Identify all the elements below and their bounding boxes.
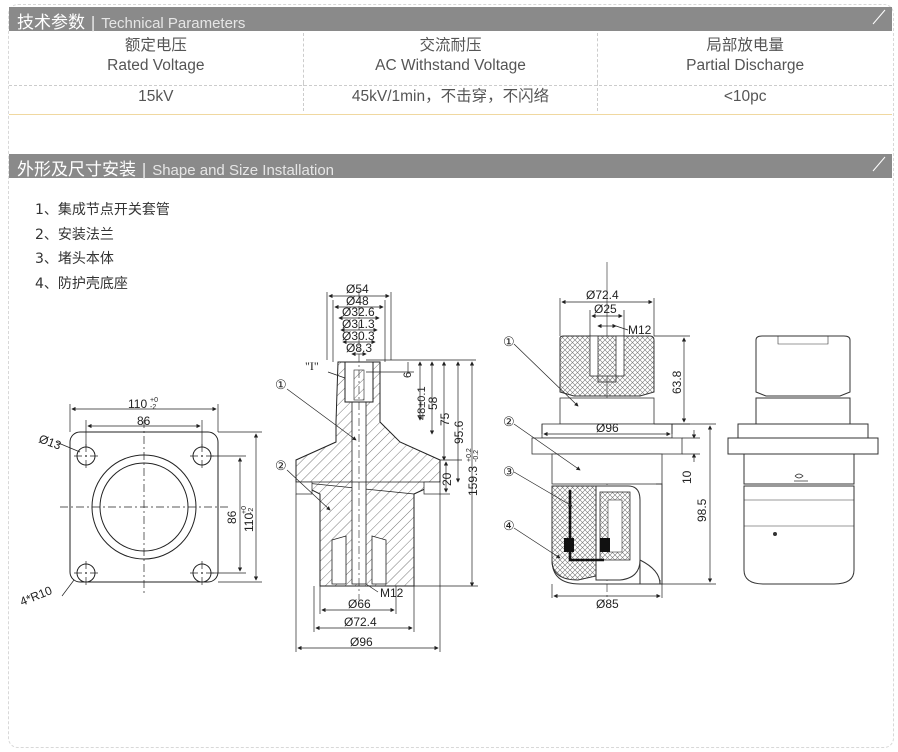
dim-tol-lower: -0.2 — [473, 450, 480, 462]
dim-d96: Ø96 — [596, 421, 619, 435]
shape-title-zh: 外形及尺寸安装 — [17, 160, 136, 180]
dim-tol-upper: +0 — [241, 506, 248, 514]
exterior-view — [727, 335, 879, 585]
dim-d54: Ø54 — [346, 282, 369, 296]
dim-58: 58 — [426, 396, 440, 410]
header-en: AC Withstand Voltage — [375, 57, 526, 74]
dim-d72-4: Ø72.4 — [344, 615, 377, 629]
dim-d96: Ø96 — [350, 635, 373, 649]
params-table: 额定电压 Rated Voltage 交流耐压 AC Withstand Vol… — [9, 33, 892, 111]
header-zh: 局部放电量 — [706, 37, 784, 54]
legend-item: 3、堵头本体 — [35, 251, 114, 267]
legend-item: 4、防护壳底座 — [35, 275, 128, 292]
section-dim-labels: Ø54 Ø48 Ø32.6 Ø31.3 Ø30.3 Ø8.3 "I" ① ② 6… — [275, 282, 480, 649]
dim-110-width: 110 — [128, 397, 147, 411]
header-ac-withstand: 交流耐压 AC Withstand Voltage — [304, 33, 599, 83]
dim-63-8: 63.8 — [670, 370, 684, 394]
center-lines — [60, 420, 228, 595]
dim-tol-lower: -2 — [150, 404, 156, 411]
dim-tol-upper: +0 — [150, 397, 158, 404]
callout-4: ④ — [503, 518, 515, 533]
dim-hole-diameter: Ø13 — [37, 432, 63, 453]
callout-2: ② — [503, 414, 515, 429]
dim-d8-3: Ø8.3 — [346, 341, 372, 355]
value-rated-voltage: 15kV — [9, 83, 304, 111]
header-en: Rated Voltage — [107, 57, 205, 74]
assembly-view: Ø72.4 Ø25 M12 63.8 Ø96 10 98.5 Ø85 ① ② ③… — [503, 262, 716, 611]
value-partial-discharge: <10pc — [723, 88, 767, 105]
dim-86-height: 86 — [225, 510, 239, 524]
slash-icon — [872, 9, 886, 25]
header-en: Partial Discharge — [686, 57, 805, 74]
legend-item: 1、集成节点开关套管 — [35, 202, 170, 218]
header-zh: 额定电压 — [124, 37, 187, 54]
dim-d31-3: Ø31.3 — [342, 317, 375, 331]
dim-tol-lower: -2 — [248, 508, 255, 514]
dim-48: 48±0.1 — [416, 386, 428, 420]
tech-title-en: Technical Parameters — [101, 15, 246, 32]
assembly-dim-labels: Ø72.4 Ø25 M12 63.8 Ø96 10 98.5 Ø85 ① ② ③… — [503, 288, 709, 611]
dim-75: 75 — [438, 412, 452, 426]
flange-dim-labels: 110 +0 -2 86 86 110 +0 -2 Ø13 4*R10 — [18, 397, 256, 609]
tech-title-zh: 技术参数 — [17, 13, 85, 33]
dim-d32-6: Ø32.6 — [342, 305, 375, 319]
dim-6: 6 — [402, 372, 414, 378]
table-divider — [9, 85, 892, 86]
dim-10: 10 — [680, 470, 694, 484]
dim-d72-4: Ø72.4 — [586, 288, 619, 302]
dim-corner-radius: 4*R10 — [18, 583, 54, 609]
dim-98-5: 98.5 — [695, 498, 709, 522]
section-dim-lines — [286, 292, 478, 652]
section-view: Ø54 Ø48 Ø32.6 Ø31.3 Ø30.3 Ø8.3 "I" ① ② 6… — [275, 282, 480, 652]
callout-1: ① — [503, 334, 515, 349]
dim-d85: Ø85 — [596, 597, 619, 611]
plug-body — [551, 485, 597, 581]
params-header-row: 额定电压 Rated Voltage 交流耐压 AC Withstand Vol… — [9, 33, 892, 83]
dim-d25: Ø25 — [594, 302, 617, 316]
slash-icon — [872, 156, 886, 172]
shape-title-en: Shape and Size Installation — [152, 162, 334, 179]
value-ac-withstand: 45kV/1min，不击穿，不闪络 — [304, 83, 599, 111]
content-frame — [8, 4, 894, 748]
shape-size-header: 外形及尺寸安装 | Shape and Size Installation — [9, 154, 892, 180]
header-zh: 交流耐压 — [419, 37, 482, 54]
dim-d30-3: Ø30.3 — [342, 329, 375, 343]
tech-params-title: 技术参数 | Technical Parameters — [17, 8, 245, 33]
dim-95-6: 95.6 — [452, 420, 466, 444]
legend-item: 2、安装法兰 — [35, 226, 114, 243]
dim-86-width: 86 — [137, 414, 151, 428]
mounting-hole — [76, 446, 212, 583]
callout-2: ② — [275, 458, 287, 473]
tech-title-separator: | — [90, 13, 96, 32]
callout-3: ③ — [503, 464, 515, 479]
dim-d48: Ø48 — [346, 294, 369, 308]
header-partial-discharge: 局部放电量 Partial Discharge — [598, 33, 892, 83]
dim-m12-thread: M12 — [628, 323, 652, 337]
dim-159-3: 159.3 — [466, 466, 480, 496]
dim-110-height: 110 — [242, 513, 256, 532]
header-rated-voltage: 额定电压 Rated Voltage — [9, 33, 304, 83]
table-bottom-rule — [9, 114, 892, 115]
dim-m12-thread: M12 — [380, 586, 404, 600]
detail-label-i: "I" — [305, 359, 319, 373]
shape-size-title: 外形及尺寸安装 | Shape and Size Installation — [17, 155, 334, 180]
shape-title-separator: | — [141, 160, 147, 179]
flange-view — [55, 404, 262, 597]
params-value-row: 15kV 45kV/1min，不击穿，不闪络 <10pc — [9, 83, 892, 111]
assembly-dim-lines — [513, 298, 716, 599]
flange-dim-lines — [55, 404, 262, 597]
dim-20: 20 — [440, 472, 454, 486]
parts-legend: 1、集成节点开关套管 2、安装法兰 3、堵头本体 4、防护壳底座 — [35, 198, 170, 296]
dim-d66: Ø66 — [348, 597, 371, 611]
tech-params-header: 技术参数 | Technical Parameters — [9, 7, 892, 33]
callout-1: ① — [275, 377, 287, 392]
dim-tol-upper: +0.2 — [466, 448, 473, 462]
